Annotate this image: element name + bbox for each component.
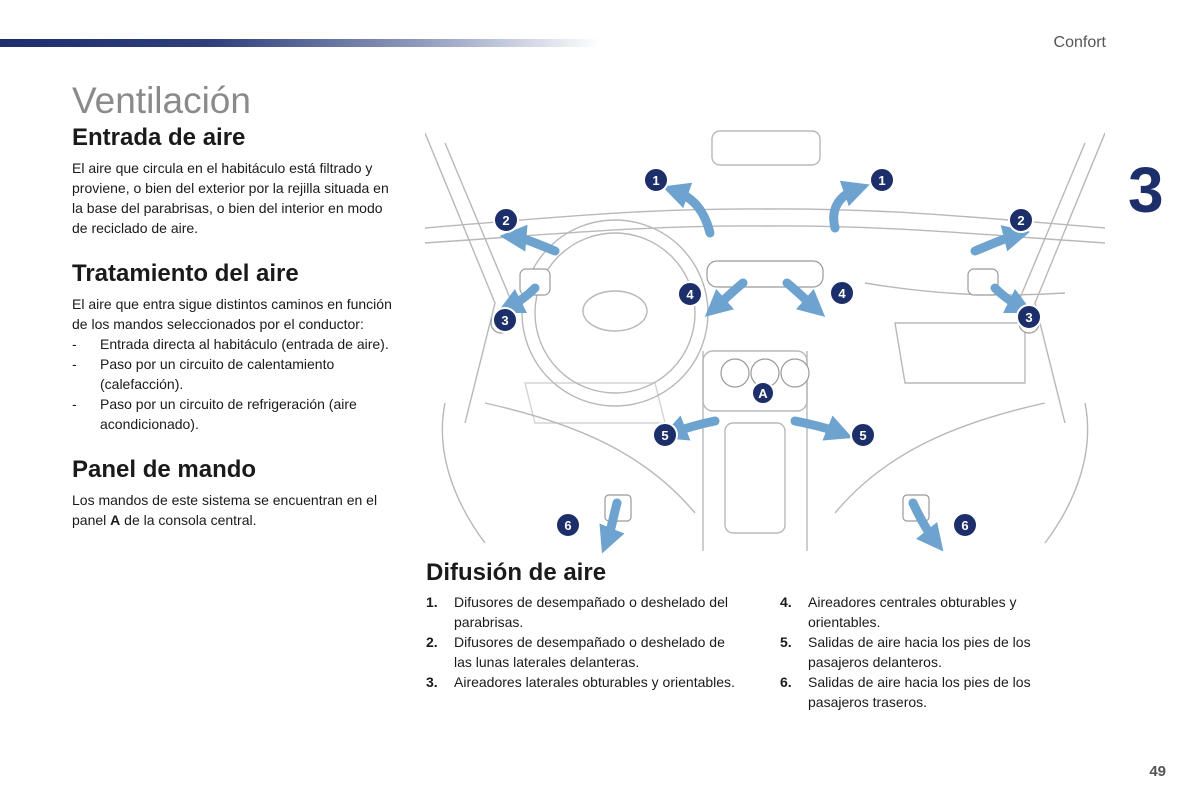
list-item: Paso por un circuito de refrigeración (a… <box>72 394 397 434</box>
legend-item: 6. Salidas de aire hacia los pies de los … <box>780 672 1070 712</box>
left-column: Entrada de aire El aire que circula en e… <box>72 124 397 552</box>
badge-2-right: 2 <box>1008 207 1034 233</box>
section-entrada: Entrada de aire El aire que circula en e… <box>72 124 397 238</box>
svg-text:A: A <box>758 386 768 401</box>
badge-2-left: 2 <box>493 207 519 233</box>
text-panel: Los mandos de este sistema se encuentran… <box>72 490 397 530</box>
section-panel: Panel de mando Los mandos de este sistem… <box>72 456 397 530</box>
svg-text:6: 6 <box>564 518 571 533</box>
dashboard-lines <box>425 130 1105 551</box>
list-item: Entrada directa al habitáculo (entrada d… <box>72 334 397 354</box>
text-entrada: El aire que circula en el habitáculo est… <box>72 160 389 236</box>
legend-num: 2. <box>426 634 438 650</box>
legend-item: 2. Difusores de desempañado o deshelado d… <box>426 632 741 672</box>
legend-num: 6. <box>780 674 792 690</box>
badge-5-right: 5 <box>850 422 876 448</box>
legend-num: 5. <box>780 634 792 650</box>
callout-badges: 1 1 2 2 3 3 4 4 A 5 5 6 6 <box>492 167 1042 538</box>
chapter-number: 3 <box>1128 154 1164 226</box>
page-number: 49 <box>1149 763 1166 780</box>
badge-3-left: 3 <box>492 307 518 333</box>
badge-6-left: 6 <box>555 512 581 538</box>
svg-text:3: 3 <box>501 313 508 328</box>
svg-text:1: 1 <box>652 173 659 188</box>
page-title: Ventilación <box>72 80 251 121</box>
heading-panel: Panel de mando <box>72 456 257 483</box>
legend-item: 4. Aireadores centrales obturables y orie… <box>780 592 1070 632</box>
badge-4-left: 4 <box>677 281 703 307</box>
svg-text:1: 1 <box>878 173 885 188</box>
section-label: Confort <box>1053 34 1106 51</box>
legend-text: Salidas de aire hacia los pies de los pa… <box>808 674 1031 710</box>
legend-text: Difusores de desempañado o deshelado del… <box>454 594 728 630</box>
legend-list-right: 4. Aireadores centrales obturables y orie… <box>780 592 1070 712</box>
badge-1-right: 1 <box>869 167 895 193</box>
legend-num: 4. <box>780 594 792 610</box>
panel-text-bold: A <box>110 512 121 528</box>
badge-5-left: 5 <box>652 422 678 448</box>
list-item: Paso por un circuito de calentamiento (c… <box>72 354 397 394</box>
legend-num: 3. <box>426 674 438 690</box>
svg-text:6: 6 <box>961 518 968 533</box>
badge-4-right: 4 <box>829 280 855 306</box>
svg-text:4: 4 <box>838 286 846 301</box>
heading-difusion: Difusión de aire <box>426 559 607 586</box>
legend-item: 1. Difusores de desempañado o deshelado d… <box>426 592 741 632</box>
legend-text: Aireadores centrales obturables y orient… <box>808 594 1017 630</box>
badge-6-right: 6 <box>952 512 978 538</box>
svg-text:5: 5 <box>661 428 668 443</box>
svg-text:4: 4 <box>686 287 694 302</box>
header-bar <box>0 39 600 47</box>
badge-3-right: 3 <box>1016 304 1042 330</box>
legend-item: 3. Aireadores laterales obturables y orie… <box>426 672 741 692</box>
badge-1-left: 1 <box>643 167 669 193</box>
badge-A: A <box>751 381 775 405</box>
svg-text:2: 2 <box>1017 213 1024 228</box>
panel-text-after: de la consola central. <box>120 512 257 528</box>
svg-text:2: 2 <box>502 213 509 228</box>
panel-text-before: Los mandos de este sistema se encuentran… <box>72 492 378 528</box>
legend-item: 5. Salidas de aire hacia los pies de los … <box>780 632 1070 672</box>
legend-list-left: 1. Difusores de desempañado o deshelado d… <box>426 592 741 692</box>
tratamiento-list: Entrada directa al habitáculo (entrada d… <box>72 334 397 434</box>
text-tratamiento: El aire que entra sigue distintos camino… <box>72 296 392 332</box>
svg-text:3: 3 <box>1025 310 1032 325</box>
dashboard-vent-diagram: 1 1 2 2 3 3 4 4 A 5 5 6 6 <box>425 130 1105 554</box>
section-tratamiento: Tratamiento del aire El aire que entra s… <box>72 260 397 434</box>
legend-text: Aireadores laterales obturables y orient… <box>454 674 735 690</box>
heading-entrada: Entrada de aire <box>72 124 246 151</box>
legend-num: 1. <box>426 594 438 610</box>
svg-text:5: 5 <box>859 428 866 443</box>
legend-text: Salidas de aire hacia los pies de los pa… <box>808 634 1031 670</box>
legend-text: Difusores de desempañado o deshelado de … <box>454 634 725 670</box>
heading-tratamiento: Tratamiento del aire <box>72 260 299 287</box>
